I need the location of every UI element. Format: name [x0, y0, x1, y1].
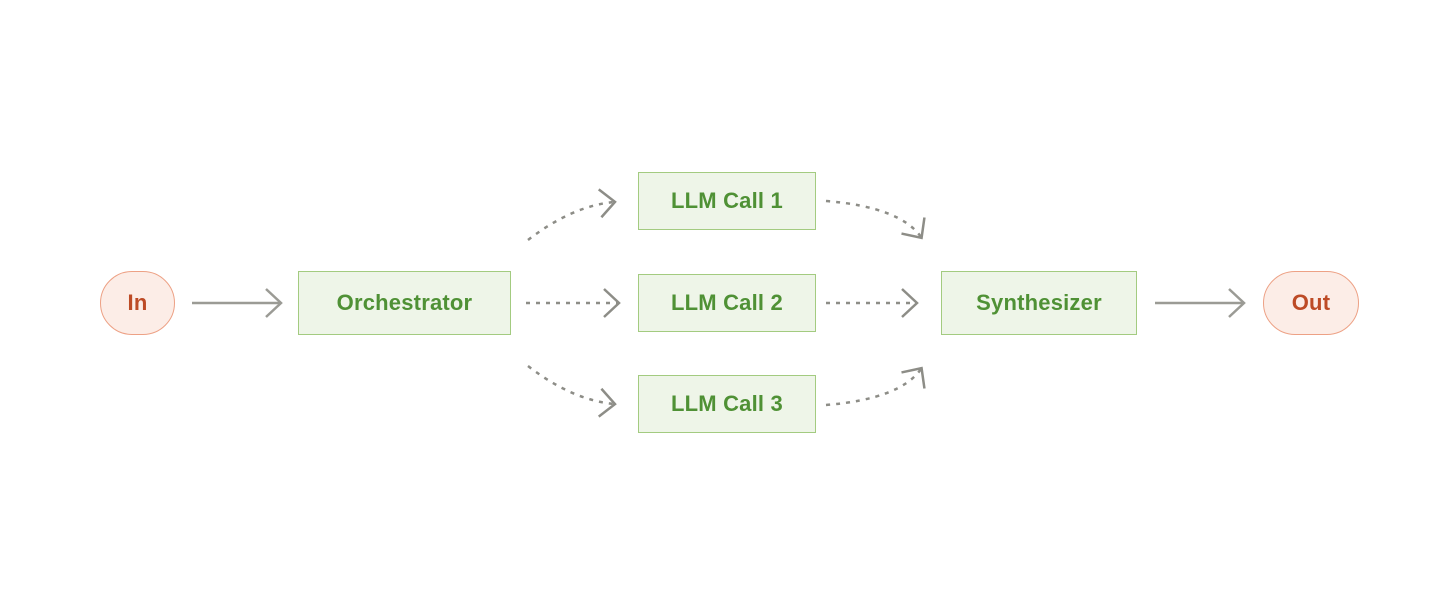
node-orchestrator-label: Orchestrator	[336, 290, 473, 315]
node-llm-call-3-label: LLM Call 3	[670, 391, 783, 416]
arrow-orchestrator-to-llm-call-1	[527, 188, 617, 241]
arrow-llm-call-3-to-synthesizer	[825, 366, 926, 407]
node-in-label: In	[127, 290, 148, 315]
arrow-orchestrator-to-llm-call-3	[527, 365, 617, 418]
node-llm-call-2: LLM Call 2	[638, 274, 816, 332]
node-synthesizer: Synthesizer	[941, 271, 1137, 335]
node-llm-call-3: LLM Call 3	[638, 375, 816, 433]
arrow-llm-call-1-to-synthesizer	[825, 199, 926, 240]
node-synthesizer-label: Synthesizer	[976, 290, 1102, 315]
node-llm-call-1: LLM Call 1	[638, 172, 816, 230]
node-orchestrator: Orchestrator	[298, 271, 511, 335]
node-llm-call-1-label: LLM Call 1	[670, 188, 783, 213]
node-out: Out	[1263, 271, 1359, 335]
node-out-label: Out	[1291, 290, 1331, 315]
node-in: In	[100, 271, 175, 335]
node-llm-call-2-label: LLM Call 2	[670, 290, 783, 315]
